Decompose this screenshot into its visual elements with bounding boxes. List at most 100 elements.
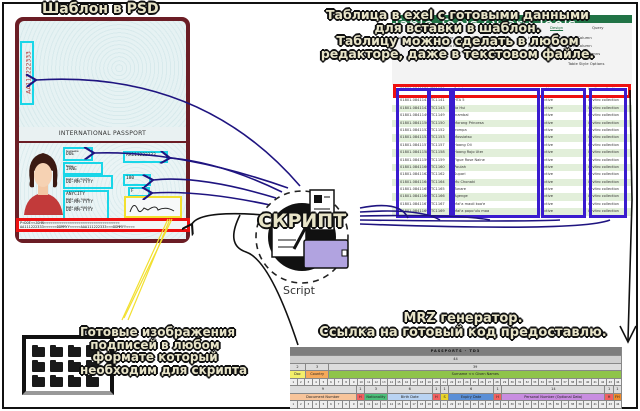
- mrz-table-cell: 14: [388, 401, 396, 408]
- table-cell: Mossiatso: [454, 135, 472, 140]
- table-cell: Hoang Rojo Uter: [454, 150, 484, 155]
- table-cell: Poulah: [454, 164, 466, 169]
- table-cell: Tunare: [454, 187, 467, 192]
- mrz-table-cell: Expiry Date: [449, 393, 494, 400]
- mrz-table-cell: 35: [547, 401, 555, 408]
- arrow-to-mrz: [192, 212, 266, 224]
- table-cell: 01801.0841158: [400, 150, 429, 155]
- table-cell: ITC1165: [430, 187, 445, 192]
- mrz-table-cell: 15: [396, 378, 404, 385]
- mrz-table-cell: 29: [501, 401, 509, 408]
- table-cell: in vitro collection: [588, 201, 619, 206]
- mrz-table-cell: 37: [562, 378, 570, 385]
- table-cell: Hoang Oli: [454, 142, 472, 147]
- mrz-table-cell: H: [605, 393, 614, 400]
- script-icon: [255, 189, 349, 284]
- table-cell: Jia Hui: [454, 105, 466, 110]
- table-cell: 01801.0841143: [400, 105, 429, 110]
- mrz-table-cell: 39: [577, 378, 585, 385]
- table-cell: active: [542, 120, 553, 125]
- table-cell: active: [542, 209, 553, 214]
- mrz-table-cell: 3: [365, 386, 388, 393]
- table-cell: in vitro collection: [588, 194, 619, 199]
- signature-scribble-icon: [129, 205, 175, 213]
- table-cell: 01801.0841153: [400, 135, 429, 140]
- mrz-table-cell: 42: [599, 401, 607, 408]
- mrz-table-cell: 4: [313, 401, 321, 408]
- mrz-table-cell: 25: [471, 401, 479, 408]
- table-cell: ITC1159: [430, 157, 445, 162]
- mrz-table-cell: 40: [584, 378, 592, 385]
- ribbon-tab-help[interactable]: Help: [502, 25, 511, 30]
- mrz-table-cell: Personal Number (Optional Data): [502, 393, 606, 400]
- mrz-table-cell: 6: [328, 378, 336, 385]
- arrow-mrz-generator-to-script: [233, 214, 299, 346]
- table-cell: in vitro collection: [588, 113, 619, 118]
- mrz-table-cell: 2: [298, 401, 306, 408]
- table-cell: active: [542, 201, 553, 206]
- mrz-table-cell: 31: [516, 401, 524, 408]
- mrz-table-cell: PASSPORTS - TD3: [290, 347, 622, 355]
- table-cell: in vitro collection: [588, 172, 619, 177]
- mrz-table-cell: 6: [388, 386, 433, 393]
- mrz-table-row: 44: [290, 356, 622, 364]
- mrz-table-cell: 5: [320, 378, 328, 385]
- ribbon-tab-query[interactable]: Query: [592, 25, 604, 30]
- mrz-table-cell: 27: [486, 378, 494, 385]
- table-cell: Morong Princesa: [454, 120, 484, 125]
- mrz-table-cell: 2: [290, 363, 306, 370]
- table-cell: 01801.0841157: [400, 142, 429, 147]
- mrz-table-cell: 17: [411, 378, 419, 385]
- mrz-table-cell: 1: [357, 386, 365, 393]
- ribbon-tab-design[interactable]: Design: [550, 25, 564, 30]
- mrz-table-cell: 31: [516, 378, 524, 385]
- mrz-table-cell: 22: [448, 378, 457, 385]
- table-cell: in vitro collection: [588, 105, 619, 110]
- mrz-table-cell: 41: [592, 378, 600, 385]
- table-cell: active: [542, 194, 553, 199]
- ribbon-tab-team[interactable]: Team: [522, 25, 533, 30]
- table-cell: ITC1141: [430, 98, 445, 103]
- mrz-table-cell: H: [493, 393, 503, 400]
- mrz-table-cell: 39: [577, 401, 585, 408]
- mrz-table-cell: 44: [615, 401, 623, 408]
- mrz-table-cell: 3: [305, 401, 313, 408]
- mrz-table-cell: 2: [298, 378, 306, 385]
- mrz-table-cell: 32: [524, 378, 532, 385]
- arrow-to-sex: [152, 193, 271, 206]
- mrz-table-cell: 8: [343, 378, 351, 385]
- table-cell: ITC1166: [430, 194, 445, 199]
- table-cell: 01801.0841167: [400, 201, 429, 206]
- mrz-table-cell: S: [440, 393, 450, 400]
- table-cell: Mai'a maoli koa'e: [454, 201, 486, 206]
- mrz-table-cell: 36: [554, 378, 562, 385]
- mrz-table-cell: Surname << Given Names: [329, 371, 622, 378]
- mrz-table-cell: 5: [320, 401, 328, 408]
- mrz-table-cell: 15: [396, 401, 404, 408]
- table-cell: 01801.0841141: [400, 98, 429, 103]
- table-cell: in vitro collection: [588, 209, 619, 214]
- mrz-table-cell: 20: [433, 378, 441, 385]
- mrz-table-cell: 25: [471, 378, 479, 385]
- mrz-table-cell: 1: [290, 378, 298, 385]
- table-cell: in vitro collection: [588, 150, 619, 155]
- mrz-table-cell: 4: [313, 378, 321, 385]
